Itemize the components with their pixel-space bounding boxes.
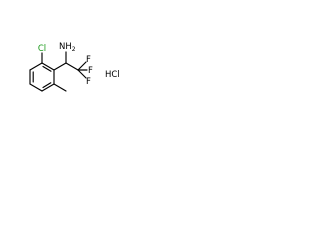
ring-bond-4 xyxy=(29,83,43,92)
benzene-ring xyxy=(29,62,55,92)
ring-double-bond-1 xyxy=(42,65,52,72)
ring-bond-6 xyxy=(29,62,43,71)
atom-label-f-top: F xyxy=(86,55,91,65)
atom-label-nh2: NH2 xyxy=(59,42,76,53)
salt-label-hcl: HCl xyxy=(105,70,120,80)
bond-cf3-to-f-top xyxy=(77,61,87,71)
atom-label-f-right: F xyxy=(88,66,93,76)
atom-label-cl: Cl xyxy=(38,44,46,54)
ring-bond-1 xyxy=(41,62,55,71)
bond-cf3-to-f-bottom xyxy=(77,69,87,79)
ring-bond-3 xyxy=(41,83,55,92)
bond-ch-to-cf3 xyxy=(65,62,79,71)
atom-label-nh: NH xyxy=(59,42,72,52)
atom-label-f-bottom: F xyxy=(86,77,91,87)
atom-label-nh2-subscript: 2 xyxy=(72,46,76,53)
bond-ring-to-methyl xyxy=(53,83,67,92)
bond-ring-to-ch xyxy=(53,62,67,71)
chemical-structure: Cl NH2 F F F HCl xyxy=(29,42,120,92)
ring-double-bond-2 xyxy=(42,82,52,89)
